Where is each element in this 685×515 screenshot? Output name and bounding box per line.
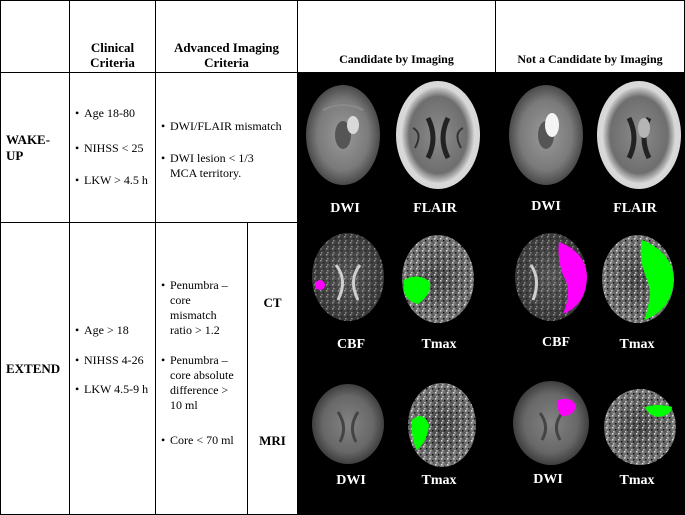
brain-image-wakeup-candidate-dwi	[306, 85, 380, 185]
brain-image-wakeup-noncandidate-dwi	[509, 85, 583, 185]
modality-mri: MRI	[259, 433, 286, 448]
wakeup-advanced-item: DWI/FLAIR mismatch	[158, 119, 296, 134]
wakeup-advanced-item: DWI lesion < 1/3 MCA territory.	[158, 151, 280, 181]
header-candidate: Candidate by Imaging	[297, 0, 496, 73]
extend-advanced-cell: Penumbra – core mismatch ratio > 1.2 Pen…	[155, 222, 248, 515]
image-label: DWI	[336, 473, 366, 488]
row-label-extend: EXTEND	[0, 222, 70, 515]
modality-ct: CT	[263, 295, 282, 310]
extend-clinical-item: LKW 4.5-9 h	[72, 382, 156, 397]
image-label: Tmax	[619, 473, 655, 488]
extend-advanced-item: Penumbra – core absolute difference > 10…	[158, 353, 240, 413]
brain-image-wakeup-candidate-flair	[396, 81, 480, 189]
wakeup-clinical-cell: Age 18-80 NIHSS < 25 LKW > 4.5 h	[69, 72, 156, 223]
image-panel-header	[297, 0, 685, 73]
brain-image-extend-ct-candidate-cbf	[312, 233, 384, 321]
row-label-wakeup-text: WAKE-UP	[6, 131, 51, 163]
image-label: Tmax	[619, 337, 655, 352]
extend-clinical-item: Age > 18	[72, 323, 154, 338]
row-label-wakeup: WAKE-UP	[0, 72, 70, 223]
header-not-candidate: Not a Candidate by Imaging	[495, 0, 685, 73]
image-label: Tmax	[421, 337, 457, 352]
corner-cell	[0, 0, 70, 73]
header-candidate-text: Candidate by Imaging	[339, 52, 454, 66]
row-label-extend-text: EXTEND	[6, 360, 61, 376]
header-clinical-text: Clinical Criteria	[90, 40, 135, 70]
wakeup-advanced-cell: DWI/FLAIR mismatch DWI lesion < 1/3 MCA …	[155, 72, 298, 223]
brain-image-extend-ct-candidate-tmax	[402, 235, 474, 323]
image-label: FLAIR	[613, 201, 657, 216]
header-advanced: Advanced Imaging Criteria	[155, 0, 298, 73]
brain-image-extend-mri-noncandidate-tmax	[604, 389, 676, 465]
image-label: CBF	[542, 335, 570, 350]
header-not-candidate-text: Not a Candidate by Imaging	[517, 52, 663, 66]
extend-advanced-item: Core < 70 ml	[158, 433, 240, 448]
image-label: CBF	[337, 337, 365, 352]
brain-image-extend-mri-candidate-dwi	[312, 384, 384, 464]
image-label: DWI	[533, 472, 563, 487]
extend-clinical-item: NIHSS 4-26	[72, 353, 154, 368]
brain-image-extend-ct-noncandidate-cbf	[515, 233, 587, 321]
header-advanced-text: Advanced Imaging Criteria	[173, 40, 280, 70]
wakeup-clinical-item: LKW > 4.5 h	[72, 173, 154, 188]
brain-image-wakeup-noncandidate-flair	[597, 81, 681, 189]
image-label: DWI	[531, 199, 561, 214]
brain-image-extend-ct-noncandidate-tmax	[602, 235, 674, 323]
wakeup-clinical-item: NIHSS < 25	[72, 141, 154, 156]
brain-image-extend-mri-candidate-tmax	[408, 383, 476, 467]
image-label: FLAIR	[413, 201, 457, 216]
wakeup-clinical-item: Age 18-80	[72, 106, 154, 121]
extend-clinical-cell: Age > 18 NIHSS 4-26 LKW 4.5-9 h	[69, 222, 156, 515]
extend-modality-cell: CT MRI	[247, 222, 298, 515]
image-label: DWI	[330, 201, 360, 216]
image-label: Tmax	[421, 473, 457, 488]
brain-image-extend-mri-noncandidate-dwi	[513, 381, 589, 465]
extend-advanced-item: Penumbra – core mismatch ratio > 1.2	[158, 278, 240, 338]
header-clinical: Clinical Criteria	[69, 0, 156, 73]
